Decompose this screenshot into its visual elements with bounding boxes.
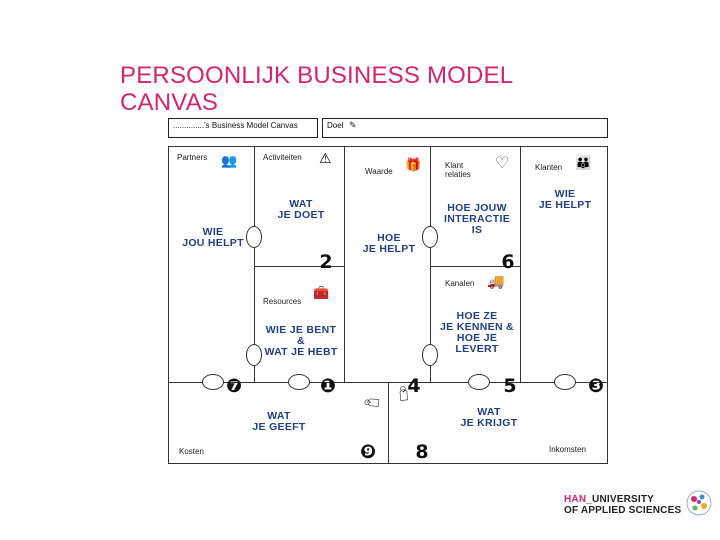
- canvas-name-label: ..............'s Business Model Canvas: [173, 121, 298, 130]
- toolbox-icon: 🧰: [313, 285, 329, 301]
- hoe-jouw-interactie-text: HOE JOUW INTERACTIE IS: [431, 203, 523, 236]
- partners-label: Partners: [177, 153, 207, 162]
- block-klantrelaties: Klant relaties ♡ HOE JOUW INTERACTIE IS: [430, 146, 522, 268]
- block-partners: Partners 👥 WIE JOU HELPT: [168, 146, 256, 384]
- klantrelaties-label: Klant relaties: [445, 161, 471, 179]
- puzzle-connector: [246, 344, 262, 366]
- canvas-goal-header: Doel ✎: [322, 118, 608, 138]
- puzzle-connector: [202, 374, 224, 390]
- customers-group-icon: 👪: [575, 155, 591, 171]
- puzzle-connector: [288, 374, 310, 390]
- block-resources: Resources 🧰 WIE JE BENT & WAT JE HEBT: [254, 266, 346, 384]
- puzzle-connector: [422, 226, 438, 248]
- inkomsten-label: Inkomsten: [549, 445, 586, 454]
- step-number-8: 8: [412, 442, 432, 462]
- block-activiteiten: Activiteiten ⚠ WAT JE DOET: [254, 146, 346, 268]
- step-number-1: ❶: [318, 376, 338, 396]
- hoe-je-helpt-text: HOE JE HELPT: [345, 233, 433, 255]
- hoe-ze-je-kennen-text: HOE ZE JE KENNEN & HOE JE LEVERT: [431, 311, 523, 355]
- step-number-2: 2: [316, 252, 336, 272]
- step-number-3: ❸: [586, 376, 606, 396]
- puzzle-connector: [468, 374, 490, 390]
- wat-je-doet-text: WAT JE DOET: [255, 199, 347, 221]
- step-number-4: 4: [404, 376, 424, 396]
- waarde-label: Waarde: [365, 167, 393, 176]
- block-kanalen: Kanalen 🚚 HOE ZE JE KENNEN & HOE JE LEVE…: [430, 266, 522, 384]
- puzzle-connector: [246, 226, 262, 248]
- pen-doodle-icon: ✎: [349, 120, 357, 131]
- puzzle-connector: [554, 374, 576, 390]
- canvas-grid: Partners 👥 WIE JOU HELPT Activiteiten ⚠ …: [168, 146, 608, 464]
- logo-han-text: HAN: [564, 494, 586, 505]
- resources-label: Resources: [263, 297, 301, 306]
- logo-university-text: UNIVERSITY: [592, 494, 654, 505]
- business-model-canvas: ..............'s Business Model Canvas D…: [168, 118, 608, 464]
- canvas-goal-label: Doel: [327, 121, 343, 130]
- people-group-icon: 👥: [221, 153, 237, 169]
- wat-je-geeft-text: WAT JE GEEFT: [229, 411, 329, 433]
- wie-je-helpt-text: WIE JE HELPT: [521, 189, 609, 211]
- block-waarde: Waarde 🎁 HOE JE HELPT: [344, 146, 432, 384]
- wie-jou-helpt-text: WIE JOU HELPT: [169, 227, 257, 249]
- step-number-6: 6: [498, 252, 518, 272]
- delivery-truck-icon: 🚚: [487, 273, 504, 290]
- puzzle-connector: [422, 344, 438, 366]
- kanalen-label: Kanalen: [445, 279, 474, 288]
- wie-je-bent-text: WIE JE BENT & WAT JE HEBT: [255, 325, 347, 358]
- step-number-9: ❾: [358, 442, 378, 462]
- warning-sign-icon: ⚠: [319, 150, 332, 167]
- wat-je-krijgt-text: WAT JE KRIJGT: [439, 407, 539, 429]
- minus-price-tag-icon: 🏷: [362, 392, 385, 415]
- canvas-name-header: ..............'s Business Model Canvas: [168, 118, 318, 138]
- block-kosten: Kosten WAT JE GEEFT 🏷: [168, 382, 390, 464]
- block-klanten: Klanten 👪 WIE JE HELPT: [520, 146, 608, 384]
- heart-icon: ♡: [495, 153, 509, 173]
- step-number-5: 5: [500, 376, 520, 396]
- slide-title: PERSOONLIJK BUSINESS MODEL CANVAS: [120, 62, 600, 110]
- han-university-logo: HAN_UNIVERSITY OF APPLIED SCIENCES: [564, 494, 714, 524]
- colorful-globe-icon: [684, 488, 714, 518]
- klanten-label: Klanten: [535, 163, 562, 172]
- kosten-label: Kosten: [179, 447, 204, 456]
- activiteiten-label: Activiteiten: [263, 153, 302, 162]
- gift-icon: 🎁: [405, 157, 421, 173]
- step-number-7: ❼: [224, 376, 244, 396]
